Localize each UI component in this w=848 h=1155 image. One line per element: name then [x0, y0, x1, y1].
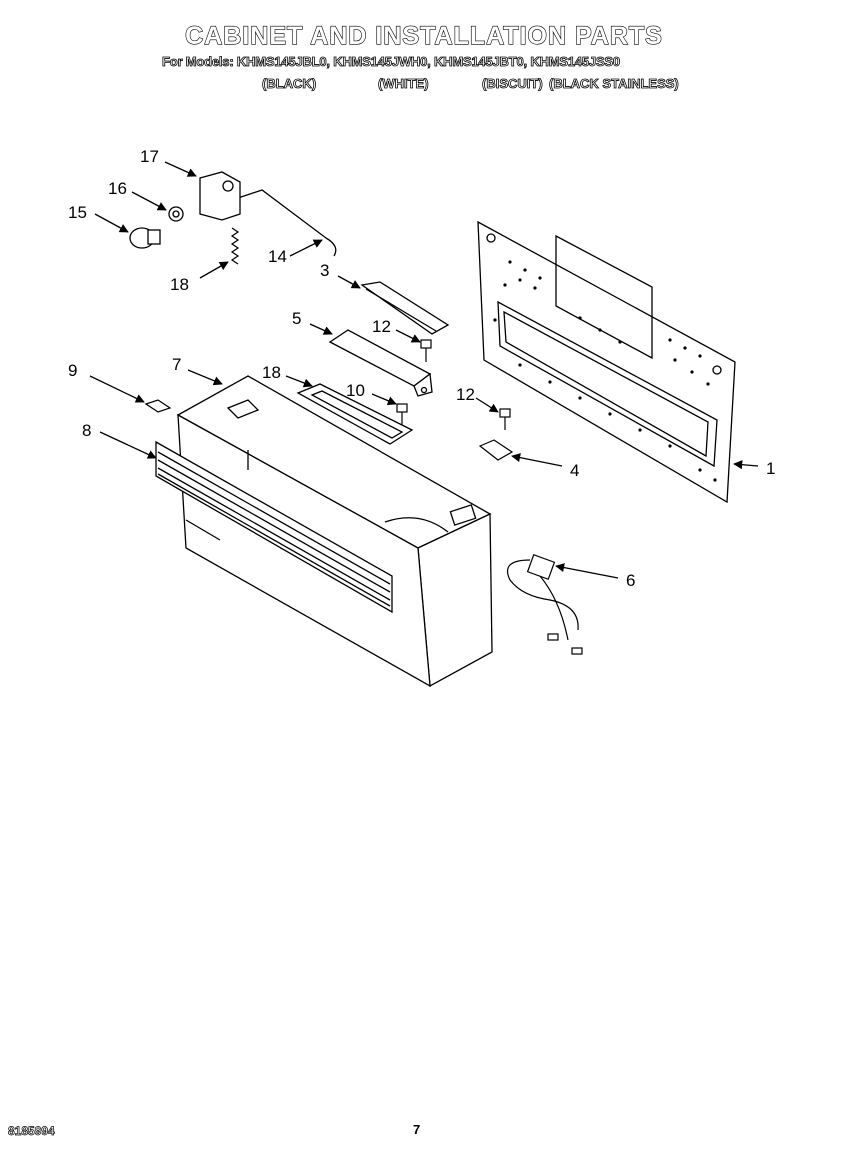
callout-5: 5 [292, 309, 301, 328]
page-title: CABINET AND INSTALLATION PARTS [185, 21, 663, 50]
part-6-switch-harness [506, 554, 583, 655]
part-4-clip [478, 439, 514, 461]
models-line: For Models: KHMS145JBL0, KHMS145JWH0, KH… [162, 54, 621, 70]
part-5-bracket [328, 329, 433, 397]
callout-9: 9 [68, 361, 77, 380]
variant-biscuit: (BISCUIT) [482, 76, 543, 92]
callout-17: 18 [170, 275, 189, 294]
callout-12-top: 12 [372, 317, 391, 336]
callout-16: 17 [140, 147, 159, 166]
variant-white: (WHITE) [378, 76, 429, 92]
part-14-knob [129, 227, 161, 249]
document-number: 8185994 [8, 1124, 55, 1139]
callout-3: 3 [320, 261, 329, 280]
variant-black: (BLACK) [262, 76, 317, 92]
part-3-top-strip [360, 281, 450, 335]
part-1-mounting-plate [477, 220, 736, 504]
part-12-screw-a [420, 339, 432, 362]
part-9-clip [144, 399, 172, 413]
part-13-rod [237, 189, 337, 257]
variant-black-stainless: (BLACK STAINLESS) [549, 76, 680, 92]
callout-6: 6 [626, 571, 635, 590]
callout-18: 18 [262, 363, 281, 382]
callout-12-right: 12 [456, 385, 475, 404]
callout-7: 7 [172, 355, 181, 374]
page-number: 7 [413, 1122, 421, 1137]
callout-4: 4 [570, 461, 579, 480]
part-8-vent-grille [155, 440, 393, 614]
callout-1: 1 [766, 459, 775, 478]
part-10-screw [396, 403, 408, 426]
part-15-ring-clip [168, 206, 184, 222]
leader-lines [89, 161, 759, 579]
callout-14: 15 [68, 203, 87, 222]
part-16-hinge-bracket [199, 171, 241, 221]
callout-8: 8 [82, 421, 91, 440]
part-12-screw-b [499, 408, 511, 430]
callout-15: 16 [108, 179, 127, 198]
part-7-cabinet [176, 375, 493, 688]
callout-13: 14 [268, 247, 287, 266]
part-17-spring [230, 227, 240, 265]
callout-10: 10 [346, 381, 365, 400]
